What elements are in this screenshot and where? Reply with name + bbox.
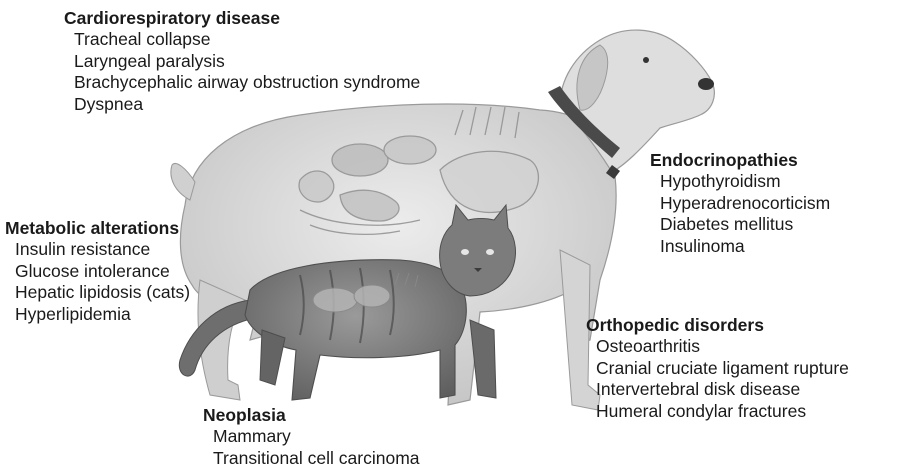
list-item: Humeral condylar fractures: [596, 401, 849, 423]
category-title: Cardiorespiratory disease: [64, 8, 420, 29]
list-item: Brachycephalic airway obstruction syndro…: [74, 72, 420, 94]
cat-body: [245, 260, 466, 400]
category-title: Orthopedic disorders: [586, 315, 849, 336]
category-title: Neoplasia: [203, 405, 420, 426]
cat-eye-left: [461, 249, 469, 255]
category-items: Hypothyroidism Hyperadrenocorticism Diab…: [650, 171, 830, 257]
dog-tail: [171, 164, 195, 200]
list-item: Hyperlipidemia: [15, 304, 190, 326]
category-metabolic: Metabolic alterations Insulin resistance…: [5, 218, 190, 325]
category-items: Tracheal collapse Laryngeal paralysis Br…: [64, 29, 420, 115]
cat-eye-right: [486, 249, 494, 255]
list-item: Cranial cruciate ligament rupture: [596, 358, 849, 380]
cat-hind-leg: [260, 330, 285, 385]
list-item: Osteoarthritis: [596, 336, 849, 358]
category-title: Endocrinopathies: [650, 150, 830, 171]
list-item: Insulinoma: [660, 236, 830, 258]
list-item: Transitional cell carcinoma: [213, 448, 420, 470]
dog-nose: [698, 78, 714, 90]
list-item: Hyperadrenocorticism: [660, 193, 830, 215]
category-endocrinopathies: Endocrinopathies Hypothyroidism Hyperadr…: [650, 150, 830, 257]
list-item: Dyspnea: [74, 94, 420, 116]
category-items: Insulin resistance Glucose intolerance H…: [5, 239, 190, 325]
list-item: Insulin resistance: [15, 239, 190, 261]
list-item: Tracheal collapse: [74, 29, 420, 51]
list-item: Glucose intolerance: [15, 261, 190, 283]
category-orthopedic: Orthopedic disorders Osteoarthritis Cran…: [586, 315, 849, 422]
list-item: Mammary: [213, 426, 420, 448]
list-item: Hepatic lipidosis (cats): [15, 282, 190, 304]
list-item: Diabetes mellitus: [660, 214, 830, 236]
category-title: Metabolic alterations: [5, 218, 190, 239]
cat-front-leg: [470, 320, 496, 398]
category-items: Mammary Transitional cell carcinoma: [203, 426, 420, 469]
list-item: Intervertebral disk disease: [596, 379, 849, 401]
list-item: Hypothyroidism: [660, 171, 830, 193]
list-item: Laryngeal paralysis: [74, 51, 420, 73]
category-cardiorespiratory: Cardiorespiratory disease Tracheal colla…: [64, 8, 420, 115]
dog-eye: [643, 57, 649, 63]
category-items: Osteoarthritis Cranial cruciate ligament…: [586, 336, 849, 422]
category-neoplasia: Neoplasia Mammary Transitional cell carc…: [203, 405, 420, 469]
